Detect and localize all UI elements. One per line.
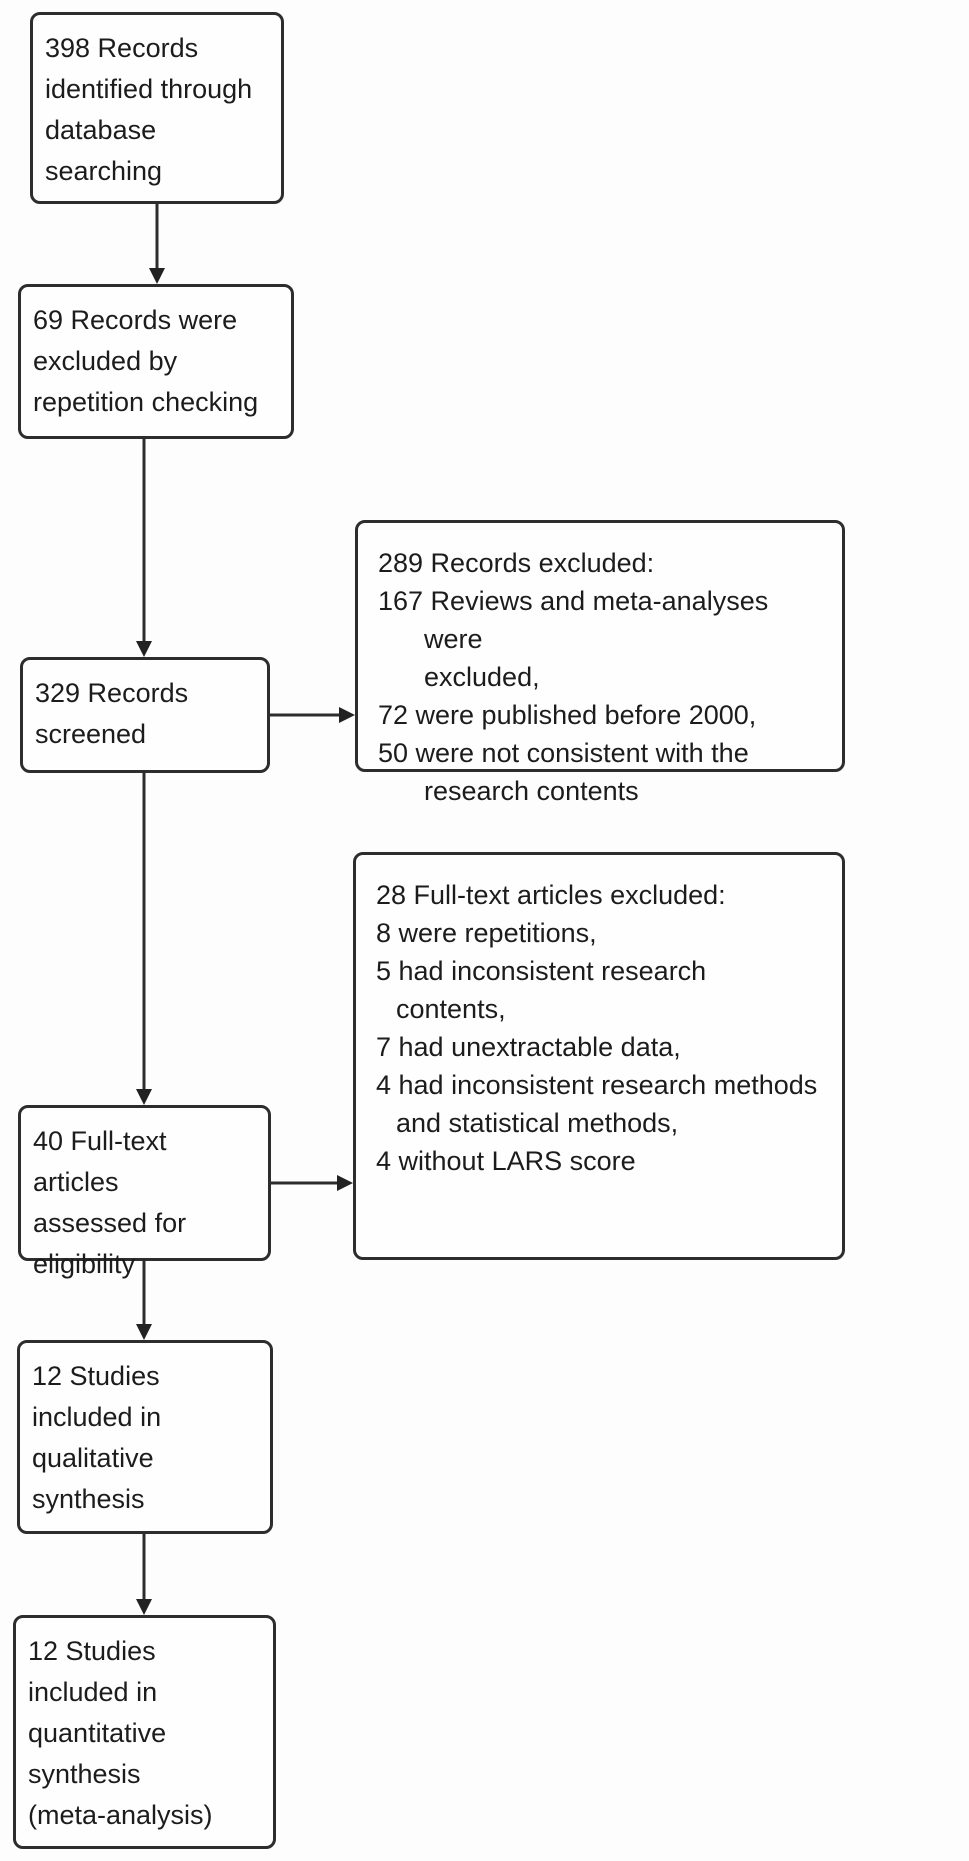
fulltext-excluded-item: 4 without LARS score — [376, 1146, 636, 1176]
arrow-shaft — [142, 1261, 146, 1327]
fulltext-excluded-item: 4 had inconsistent research methods and … — [376, 1070, 818, 1138]
arrow-repetition-to-screened — [136, 439, 152, 657]
arrow-shaft — [142, 439, 146, 644]
arrow-right-icon — [339, 707, 355, 723]
arrow-shaft — [142, 1534, 146, 1602]
records-excluded-item: 72 were published before 2000, — [378, 700, 757, 730]
box-fulltext-excluded-reasons: 28 Full-text articles excluded: 8 were r… — [353, 852, 845, 1260]
fulltext-excluded-item: 5 had inconsistent research contents, — [376, 956, 707, 1024]
arrow-down-icon — [136, 641, 152, 657]
records-excluded-item: 167 Reviews and meta-analyses were exclu… — [378, 586, 769, 692]
arrow-fulltext-to-qualitative — [136, 1261, 152, 1340]
box-records-screened-label: 329 Records screened — [35, 678, 189, 749]
box-records-excluded-repetition-label: 69 Records were excluded by repetition c… — [33, 305, 259, 417]
arrow-down-icon — [136, 1089, 152, 1105]
fulltext-excluded-item: 8 were repetitions, — [376, 918, 597, 948]
arrow-shaft — [270, 713, 342, 717]
arrow-down-icon — [149, 268, 165, 284]
fulltext-excluded-title: 28 Full-text articles excluded: — [376, 880, 726, 910]
box-records-excluded-repetition: 69 Records were excluded by repetition c… — [18, 284, 294, 439]
arrow-shaft — [142, 772, 146, 1092]
box-qualitative-synthesis-label: 12 Studies included in qualitative synth… — [32, 1361, 162, 1514]
records-excluded-title: 289 Records excluded: — [378, 548, 655, 578]
box-records-identified-label: 398 Records identified through database … — [45, 33, 253, 186]
box-fulltext-assessed: 40 Full-text articles assessed for eligi… — [18, 1105, 271, 1279]
arrow-qualitative-to-quantitative — [136, 1534, 152, 1615]
arrow-down-icon — [136, 1599, 152, 1615]
records-excluded-item: 50 were not consistent with the research… — [378, 738, 749, 806]
fulltext-excluded-item: 7 had unextractable data, — [376, 1032, 681, 1062]
arrow-right-icon — [337, 1175, 353, 1191]
arrow-screened-to-fulltext — [136, 772, 152, 1105]
box-quantitative-synthesis-label: 12 Studies included in quantitative synt… — [28, 1636, 213, 1830]
box-records-screened: 329 Records screened — [20, 657, 270, 773]
arrow-shaft — [155, 204, 159, 271]
arrow-identified-to-repetition — [149, 204, 165, 284]
box-fulltext-assessed-label: 40 Full-text articles assessed for eligi… — [33, 1126, 187, 1279]
arrow-down-icon — [136, 1324, 152, 1340]
box-quantitative-synthesis: 12 Studies included in quantitative synt… — [13, 1615, 276, 1849]
arrow-shaft — [271, 1181, 340, 1185]
arrow-fulltext-to-excluded — [271, 1175, 353, 1191]
arrow-screened-to-excluded — [270, 707, 355, 723]
box-records-excluded-reasons: 289 Records excluded: 167 Reviews and me… — [355, 520, 845, 806]
box-records-identified: 398 Records identified through database … — [30, 12, 284, 204]
box-qualitative-synthesis: 12 Studies included in qualitative synth… — [17, 1340, 273, 1534]
